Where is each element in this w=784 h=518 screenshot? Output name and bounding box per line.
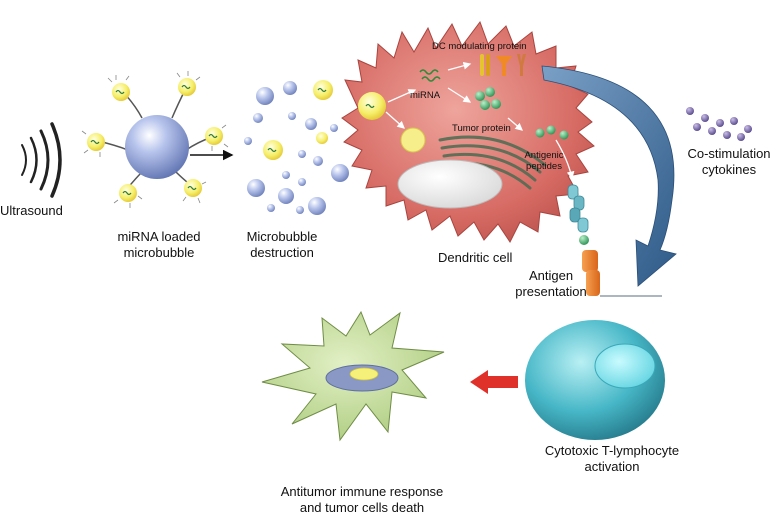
label-tumor-protein: Tumor protein	[452, 123, 511, 134]
dendritic-cell-icon	[341, 20, 595, 243]
label-antitumor-immune-response: Antitumor immune response and tumor cell…	[280, 484, 444, 515]
label-antigen-presentation: Antigen presentation	[515, 268, 587, 299]
label-antigenic-peptides: Antigenic peptides	[524, 150, 564, 172]
ultrasound-waves-icon	[21, 122, 62, 198]
peptide-icon	[535, 125, 569, 140]
label-cytotoxic-t-lymphocyte: Cytotoxic T-lymphocyte activation	[544, 443, 680, 474]
microbubble-fragments-icon	[244, 80, 349, 215]
cytokine-dots-icon	[686, 107, 752, 141]
tumor-protein-icon	[475, 87, 501, 110]
label-co-stimulation-cytokines: Co-stimulation cytokines	[687, 146, 771, 177]
label-microbubble-destruction: Microbubble destruction	[246, 229, 318, 260]
mirna-loaded-microbubble-icon	[81, 71, 229, 208]
tumor-cell-icon	[261, 310, 445, 442]
curved-blue-arrow-icon	[541, 65, 677, 287]
label-ultrasound: Ultrasound	[0, 203, 63, 218]
label-mirna-loaded-microbubble: miRNA loaded microbubble	[117, 229, 201, 260]
dc-protein-icon	[480, 54, 526, 76]
label-dendritic-cell: Dendritic cell	[438, 250, 513, 265]
label-mirna: miRNA	[410, 90, 441, 101]
red-arrow-icon	[470, 370, 518, 394]
label-dc-modulating-protein: DC modulating protein	[432, 41, 527, 52]
antigen-presentation-complex-icon	[567, 184, 662, 297]
t-lymphocyte-icon	[525, 320, 665, 440]
